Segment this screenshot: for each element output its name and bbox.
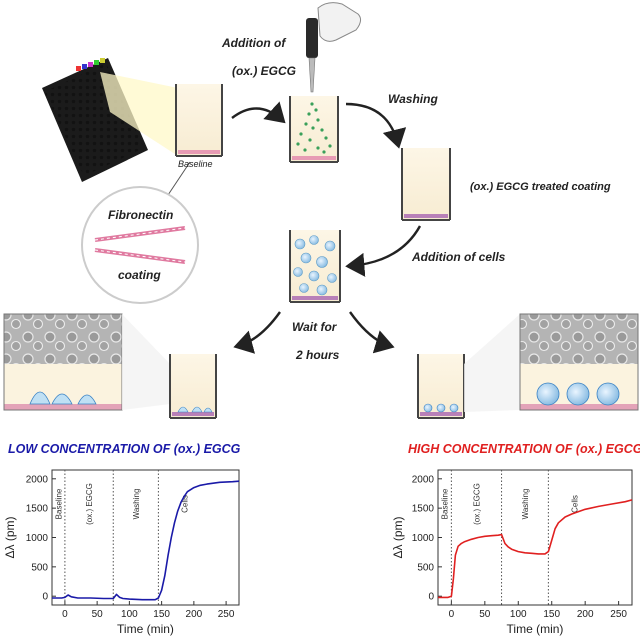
x-tick-label: 250 xyxy=(610,609,627,620)
y-tick-label: 0 xyxy=(42,592,48,603)
well-egcg xyxy=(289,96,339,163)
phase-label: Washing xyxy=(132,489,141,520)
y-tick-label: 1000 xyxy=(412,533,435,544)
series-line xyxy=(52,480,240,601)
x-tick-label: 200 xyxy=(577,609,594,620)
well-low xyxy=(169,354,217,419)
y-axis-label: Δλ (pm) xyxy=(3,516,17,558)
phase-label: Baseline xyxy=(441,488,450,519)
well-cells xyxy=(289,230,341,303)
label-wait-for: Wait for xyxy=(292,320,337,334)
label-baseline: Baseline xyxy=(178,159,213,169)
x-tick-label: 100 xyxy=(121,609,138,620)
y-tick-label: 1500 xyxy=(412,504,435,515)
y-axis-label: Δλ (pm) xyxy=(391,516,405,558)
y-tick-label: 500 xyxy=(417,562,434,573)
zoom-beam-right xyxy=(464,314,520,412)
series-line xyxy=(438,499,633,599)
phase-label: (ox.) EGCG xyxy=(472,483,481,525)
arrow-3 xyxy=(345,225,422,277)
well-high xyxy=(417,354,465,419)
phase-label: Baseline xyxy=(54,488,63,519)
phase-label: Cells xyxy=(180,495,189,513)
high-micrograph xyxy=(519,313,639,411)
x-tick-label: 0 xyxy=(449,609,455,620)
y-tick-label: 2000 xyxy=(26,474,49,485)
arrow-1 xyxy=(231,101,286,124)
x-tick-label: 250 xyxy=(218,609,235,620)
x-tick-label: 200 xyxy=(186,609,203,620)
label-ox-egcg: (ox.) EGCG xyxy=(232,64,297,78)
pipette-hand-icon xyxy=(306,2,362,93)
well-baseline xyxy=(175,84,223,157)
workflow-diagram xyxy=(3,2,639,419)
label-coating: coating xyxy=(118,268,161,282)
x-tick-label: 50 xyxy=(479,609,491,620)
x-tick-label: 150 xyxy=(153,609,170,620)
phase-label: (ox.) EGCG xyxy=(85,483,94,525)
label-addition-of: Addition of xyxy=(222,36,286,50)
heading-low-concentration: LOW CONCENTRATION OF (ox.) EGCG xyxy=(8,442,241,456)
x-axis-label: Time (min) xyxy=(507,622,564,636)
x-tick-label: 150 xyxy=(543,609,560,620)
y-tick-label: 2000 xyxy=(412,474,435,485)
y-tick-label: 1000 xyxy=(26,533,49,544)
zoom-beam xyxy=(100,72,178,156)
label-fibronectin: Fibronectin xyxy=(108,208,174,222)
well-treated xyxy=(401,148,451,221)
x-tick-label: 50 xyxy=(92,609,104,620)
y-tick-label: 1500 xyxy=(26,504,49,515)
label-addition-of-cells: Addition of cells xyxy=(412,250,506,264)
phase-label: Washing xyxy=(521,489,530,520)
heading-high-concentration: HIGH CONCENTRATION OF (ox.) EGCG xyxy=(408,442,640,456)
x-axis-label: Time (min) xyxy=(117,622,174,636)
x-tick-label: 100 xyxy=(510,609,527,620)
arrow-left xyxy=(233,311,281,354)
label-two-hours: 2 hours xyxy=(296,348,340,362)
arrow-right xyxy=(349,311,395,354)
zoom-beam-left xyxy=(122,314,170,410)
microplate-image xyxy=(42,58,148,182)
y-tick-label: 500 xyxy=(31,562,48,573)
plot-frame xyxy=(437,469,633,606)
arrow-2 xyxy=(345,102,407,149)
fibronectin-zoom xyxy=(81,186,199,304)
low-micrograph xyxy=(3,313,123,411)
label-treated-coating: (ox.) EGCG treated coating xyxy=(470,181,611,193)
plot-frame xyxy=(51,469,240,606)
y-tick-label: 0 xyxy=(428,592,434,603)
phase-label: Cells xyxy=(570,495,579,513)
x-tick-label: 0 xyxy=(62,609,68,620)
label-washing: Washing xyxy=(388,92,438,106)
